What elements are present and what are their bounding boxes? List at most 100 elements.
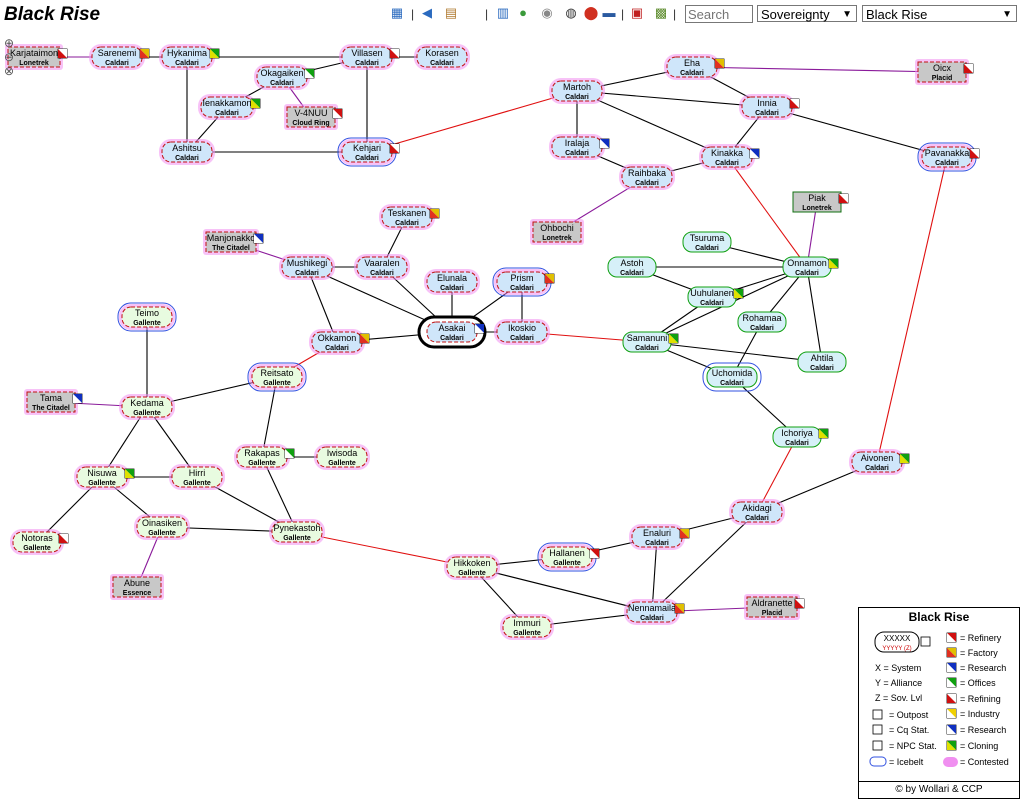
grid-icon[interactable]: ▤: [444, 5, 458, 20]
arrow-left-icon[interactable]: ◀: [422, 5, 432, 20]
system-sov: Caldari: [355, 60, 379, 67]
map-icon[interactable]: ▦: [390, 5, 404, 20]
system-sov: Gallente: [23, 545, 51, 552]
system-sov: Gallente: [133, 320, 161, 327]
sphere-icon[interactable]: ◉: [541, 5, 553, 20]
legend-right-row: = Cloning: [960, 741, 998, 751]
pdf-icon[interactable]: ▣: [630, 5, 644, 20]
sphere-dark-icon[interactable]: ◍: [565, 5, 577, 20]
view-select[interactable]: Sovereignty ▼: [757, 5, 857, 22]
truck-icon[interactable]: ▬: [602, 5, 616, 20]
system-sov: Caldari: [635, 180, 659, 187]
system-box: [682, 231, 732, 253]
zoom-out-icon[interactable]: ⊖: [4, 50, 15, 64]
system-name: Onnamon: [787, 258, 827, 268]
zoom-in-icon[interactable]: ⊕: [4, 36, 15, 50]
calendar-icon[interactable]: ▥: [496, 5, 510, 20]
legend-service-swatch: [947, 663, 956, 672]
system-sov: The Citadel: [212, 245, 250, 252]
system-box: [341, 46, 393, 68]
icebelt-ring: [117, 302, 177, 332]
legend-service-swatch: [947, 648, 956, 657]
legend-title: Black Rise: [908, 610, 970, 624]
image-icon[interactable]: ▩: [654, 5, 668, 20]
region-select[interactable]: Black Rise ▼: [862, 5, 1017, 22]
station-service-mark: [73, 394, 82, 403]
system-name: Nisuwa: [87, 468, 117, 478]
system-sov: Gallente: [88, 480, 116, 487]
station-service-mark: [795, 599, 804, 608]
reset-view-icon[interactable]: ⊗: [4, 64, 15, 78]
station-service-mark: [305, 69, 314, 78]
system-name: Korasen: [425, 48, 459, 58]
system-name: Tama: [40, 393, 62, 403]
toolbar-separator: |: [411, 7, 415, 21]
system-box: [541, 546, 593, 568]
system-box: [797, 351, 847, 373]
legend-left-row: = Outpost: [889, 710, 929, 720]
globe-icon[interactable]: ●: [519, 5, 527, 20]
marker-icon[interactable]: ⬤: [583, 5, 599, 20]
search-input[interactable]: [685, 5, 753, 23]
